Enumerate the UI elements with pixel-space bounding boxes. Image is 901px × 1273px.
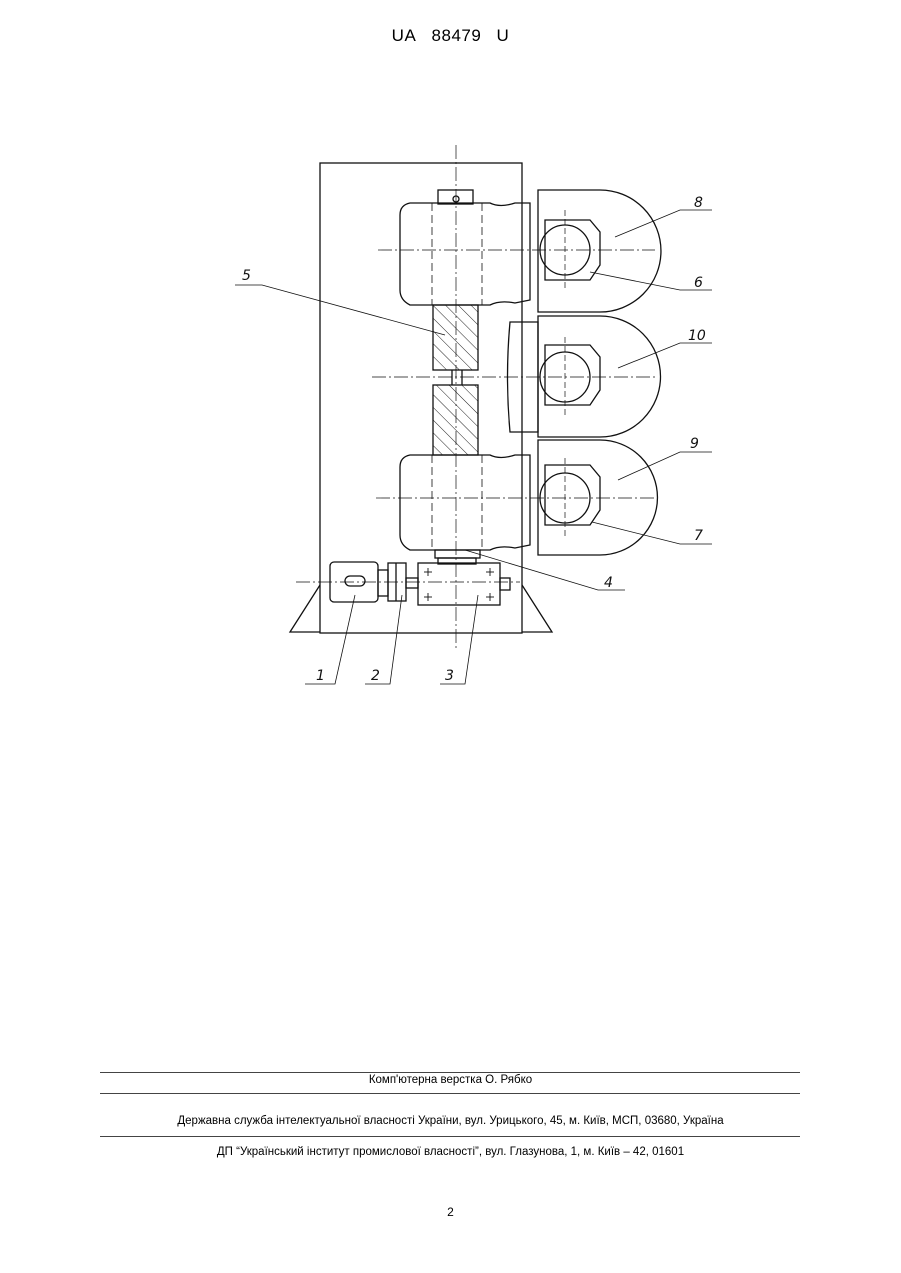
callout-5: 5	[242, 268, 251, 284]
callout-4: 4	[604, 575, 613, 591]
gearbox	[418, 563, 500, 605]
coupling	[435, 550, 480, 558]
upper-chock	[400, 203, 530, 305]
footer-rule-1	[100, 1072, 800, 1073]
lower-chock	[400, 455, 530, 550]
base-left	[290, 585, 320, 632]
agency-address: Державна служба інтелектуальної власност…	[0, 1115, 901, 1127]
callout-2: 2	[371, 668, 380, 684]
callout-8: 8	[694, 195, 703, 211]
callout-9: 9	[690, 436, 699, 452]
callout-10: 10	[688, 328, 706, 344]
callout-6: 6	[694, 275, 703, 291]
roll-lower	[538, 440, 657, 555]
screw-lower	[433, 385, 478, 455]
screw-upper	[433, 305, 478, 370]
callout-1: 1	[316, 668, 325, 684]
layout-credit: Комп'ютерна верстка О. Рябко	[0, 1074, 901, 1086]
callout-7: 7	[694, 528, 703, 544]
institute-address: ДП “Український інститут промислової вла…	[0, 1146, 901, 1158]
roll-middle	[538, 316, 660, 437]
callout-3: 3	[445, 668, 454, 684]
footer-rule-3	[100, 1136, 800, 1137]
base-right	[522, 585, 552, 632]
technical-drawing: 1 2 3 4 5 6 7 8 9 10	[0, 0, 901, 760]
page-number: 2	[0, 1205, 901, 1219]
footer-rule-2	[100, 1093, 800, 1094]
